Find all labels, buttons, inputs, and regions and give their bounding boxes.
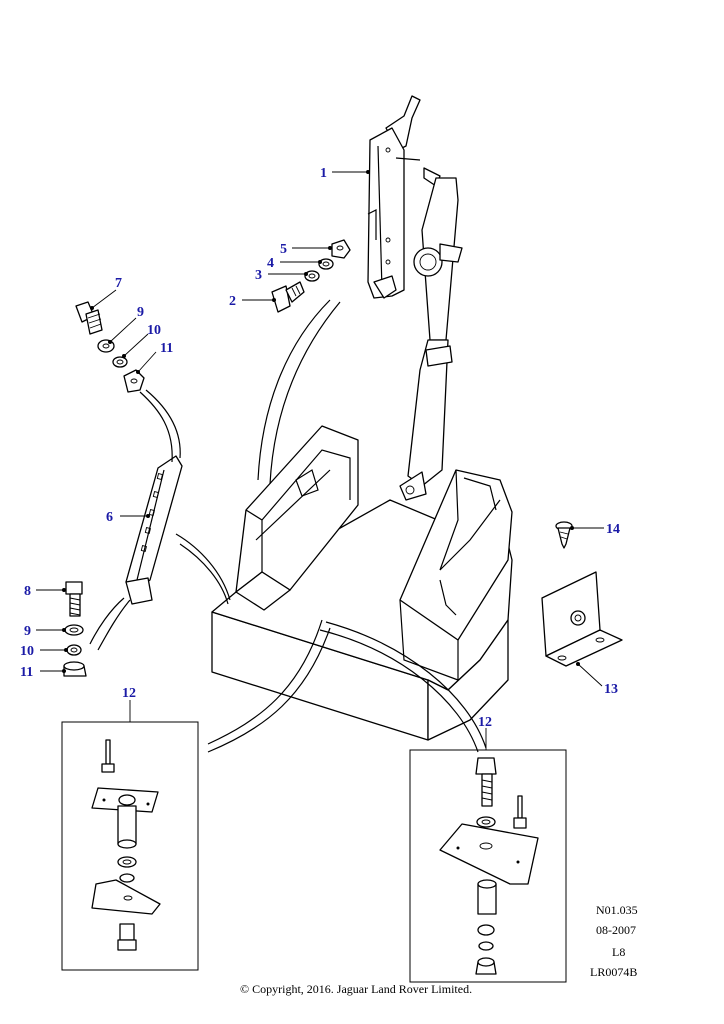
callout-12b: 12: [478, 715, 492, 730]
callout-12a: 12: [122, 686, 136, 701]
illustration-meta: N01.035 08-2007 L8 LR0074B: [590, 903, 638, 979]
callout-3: 3: [255, 268, 262, 283]
callout-1: 1: [320, 166, 327, 181]
callout-9b: 9: [24, 624, 31, 639]
buckle-bracket: [125, 455, 183, 605]
callout-14: 14: [606, 522, 620, 537]
ref-number: N01.035: [596, 903, 638, 917]
callout-4: 4: [267, 256, 274, 271]
lower-left-fixings: [63, 581, 87, 677]
callout-9a: 9: [137, 305, 144, 320]
callout-10a: 10: [147, 323, 161, 338]
code: L8: [612, 945, 625, 959]
callout-13: 13: [604, 682, 618, 697]
callout-11b: 11: [20, 665, 33, 680]
belt-fixings: [271, 239, 351, 313]
callout-8: 8: [24, 584, 31, 599]
connector-curves: [89, 299, 487, 753]
inset-kit-right: [409, 728, 567, 983]
callout-7: 7: [115, 276, 122, 291]
callout-labels: 1 2 3 4 5 6 7 8 9 9 10 10 11 11 12 12 13…: [20, 166, 620, 730]
date: 08-2007: [596, 923, 636, 937]
callout-2: 2: [229, 294, 236, 309]
callout-10b: 10: [20, 644, 34, 659]
copyright: © Copyright, 2016. Jaguar Land Rover Lim…: [240, 982, 472, 996]
seat-belt-assembly: [367, 95, 463, 501]
callout-11a: 11: [160, 341, 173, 356]
screw-14: [555, 521, 573, 549]
callout-6: 6: [106, 510, 113, 525]
bracket-13: [541, 571, 623, 667]
upper-left-fixings: [75, 301, 145, 393]
inset-kit-left: [61, 700, 199, 971]
callout-5: 5: [280, 242, 287, 257]
illustration-id: LR0074B: [590, 965, 637, 979]
seat-base: [211, 425, 513, 741]
leader-lines: [36, 170, 604, 687]
